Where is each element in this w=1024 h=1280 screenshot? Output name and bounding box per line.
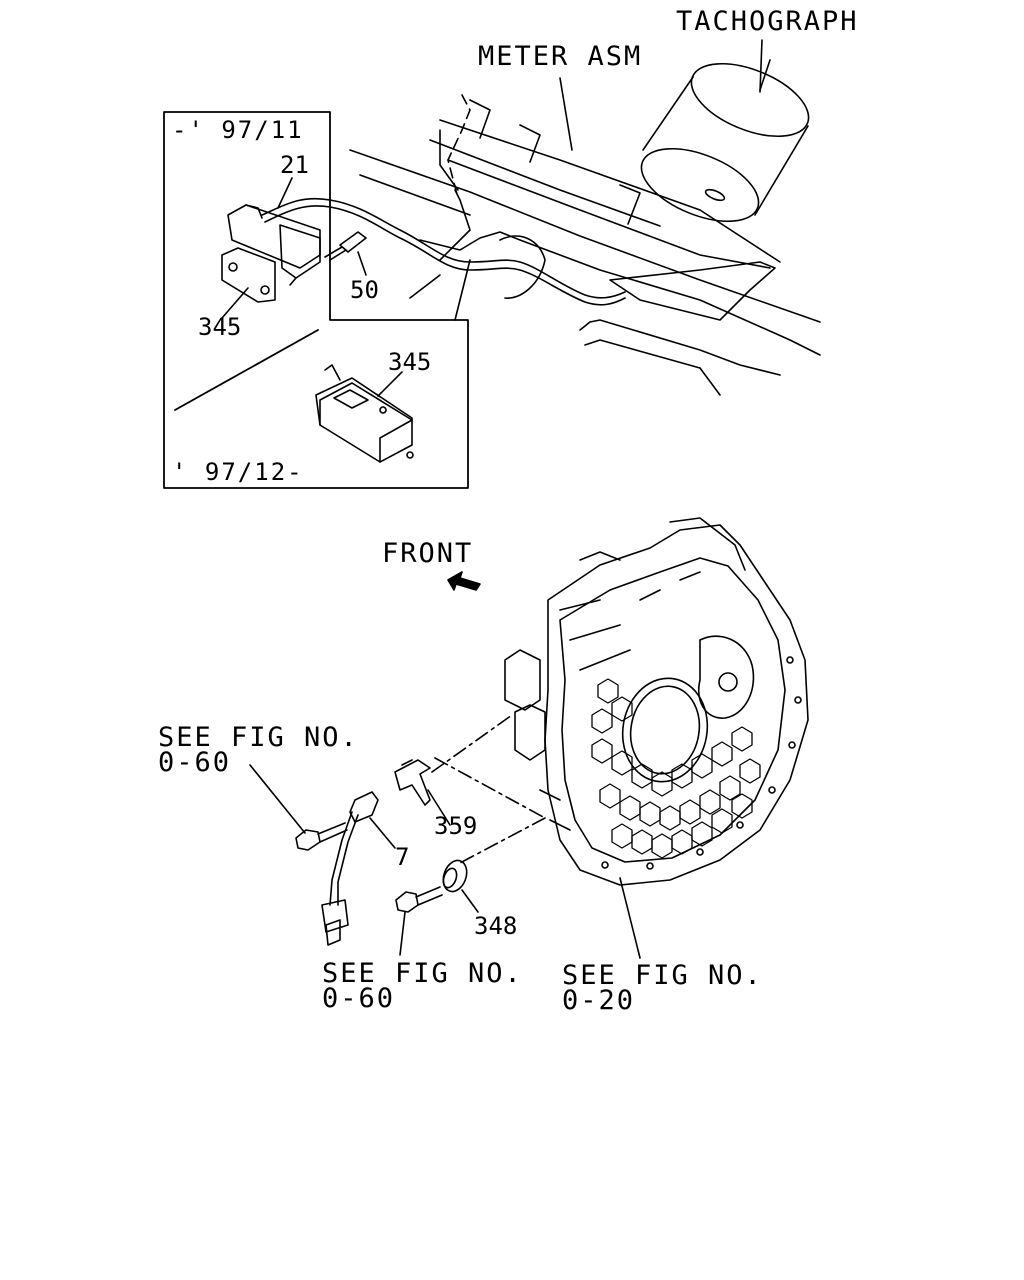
speed-sensor-early bbox=[221, 204, 321, 303]
see-fig-left-line1: SEE FIG NO. bbox=[158, 722, 359, 753]
part-number-7: 7 bbox=[395, 843, 410, 871]
dashboard-frame bbox=[349, 94, 821, 396]
part-number-345-late: 345 bbox=[388, 348, 432, 376]
date-range-early-label: -' 97/11 bbox=[172, 116, 304, 144]
meter-asm-label: METER ASM bbox=[478, 41, 643, 72]
inset-frame bbox=[163, 111, 469, 489]
see-fig-bottom-line2: 0-60 bbox=[322, 983, 396, 1014]
harness-wire bbox=[261, 197, 626, 299]
part-number-359: 359 bbox=[434, 812, 478, 840]
part-number-21: 21 bbox=[280, 151, 309, 179]
tachograph-label: TACHOGRAPH bbox=[676, 6, 859, 37]
flywheel-housing bbox=[504, 517, 809, 886]
leader-lines-top bbox=[559, 39, 763, 151]
date-range-late-label: ' 97/12- bbox=[172, 458, 304, 486]
see-fig-left-line2: 0-60 bbox=[158, 747, 232, 778]
tachograph-unit bbox=[640, 59, 810, 223]
bolt-left bbox=[249, 764, 348, 851]
see-fig-right-line2: 0-20 bbox=[562, 985, 636, 1016]
see-fig-bottom-line1: SEE FIG NO. bbox=[322, 958, 523, 989]
leader-345-late bbox=[377, 371, 403, 397]
leader-345-early bbox=[221, 287, 249, 319]
see-fig-right-line1: SEE FIG NO. bbox=[562, 960, 763, 991]
front-arrow-icon bbox=[447, 571, 481, 591]
front-label: FRONT bbox=[382, 538, 474, 569]
bolt-bottom bbox=[395, 886, 443, 956]
part-number-50: 50 bbox=[350, 276, 379, 304]
part-number-345-early: 345 bbox=[198, 313, 242, 341]
cover-348 bbox=[442, 859, 479, 913]
part-number-348: 348 bbox=[474, 912, 518, 940]
bolt-50 bbox=[324, 231, 367, 276]
bracket-359 bbox=[394, 759, 451, 826]
leader-0-20 bbox=[619, 877, 641, 959]
assembly-guide-lines bbox=[431, 714, 546, 865]
leader-21 bbox=[277, 177, 293, 209]
speed-sensor-late bbox=[315, 364, 414, 463]
speed-sensor-7 bbox=[321, 791, 396, 946]
